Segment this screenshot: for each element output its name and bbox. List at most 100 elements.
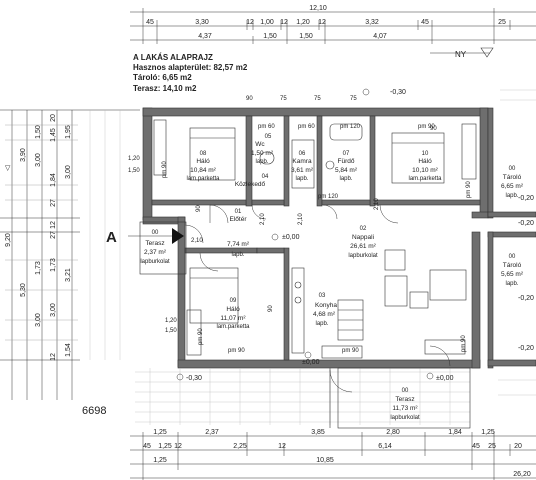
bathtub: [329, 123, 363, 141]
door-label: 1,50: [165, 328, 177, 334]
dim-left-s6: 1,73: [50, 258, 57, 272]
terrace-entry-area: 2,37 m²: [144, 249, 167, 256]
level-mark: -0,30: [186, 375, 202, 382]
terrace-rear-number: 00: [402, 388, 409, 394]
top-dimensions: 12,10 45 3,30 12 1,00 12 1,20 12 3,32 45…: [130, 5, 536, 44]
opening-labels: pm 90 pm 60 pm 60 pm 120 pm 90 pm 90 pm …: [128, 96, 472, 354]
room-05-floor: lapb.: [255, 159, 268, 165]
room-03-number: 03: [319, 293, 326, 299]
dim-bot-1: 1,25: [153, 429, 167, 436]
dim-top-r2-2: 1,50: [263, 33, 277, 40]
dim-left-i1: 1,50: [35, 125, 42, 139]
room-08: 08 Háló 10,84 m² lam.parketta: [186, 151, 220, 182]
door-label: 90: [268, 305, 274, 312]
dim-bot-6: 1,25: [481, 429, 495, 436]
dim-left-s9: 12: [50, 353, 57, 361]
title-block: A LAKÁS ALAPRAJZ Hasznos alapterület: 82…: [133, 53, 248, 93]
armchair: [409, 291, 429, 309]
dim-bot-r2-8: 25: [488, 443, 496, 450]
wardrobe-09: [186, 309, 202, 356]
dim-bot-5: 1,84: [448, 429, 462, 436]
dim-left-s5: 12: [50, 221, 57, 229]
wardrobe-08: [153, 119, 167, 176]
dim-top-3: 12: [246, 19, 254, 26]
room-01-name: Előtér: [230, 216, 248, 223]
room-07-number: 07: [343, 151, 350, 157]
door-swings: [184, 204, 451, 393]
dim-left-s8: 3,00: [50, 303, 57, 317]
door-label: 1,20: [128, 156, 140, 162]
dim-top-7: 12: [318, 19, 326, 26]
door-label: 2,10: [298, 213, 304, 225]
door-label: 2,10: [191, 238, 203, 244]
room-05-number: 05: [265, 134, 272, 140]
left-dimensions: 9,20 3,90 5,30 1,50 1,95 3,00 3,00 1,73 …: [0, 109, 140, 400]
dim-bot-r3-2: 10,85: [316, 457, 334, 464]
storage-2-number: 00: [509, 254, 516, 260]
storage-2-area: 5,65 m²: [501, 271, 524, 278]
storage-2: 00 Tároló 5,65 m² lapb.: [501, 254, 524, 287]
dim-bot-r2-6: 6,14: [378, 443, 392, 450]
section-marker: A: [106, 228, 184, 246]
room-09: 09 Háló 11,07 m² lam.parketta: [216, 298, 250, 330]
room-06-name: Kamra: [292, 158, 312, 165]
storage-1-number: 00: [509, 166, 516, 172]
compass-label: NY: [455, 50, 467, 59]
terrace-area: Terasz: 14,10 m2: [133, 84, 197, 93]
window-label: pm 60: [298, 124, 315, 130]
dim-bot-overall: 26,20: [513, 471, 531, 478]
door-label: 75: [280, 96, 287, 102]
room-04: 04 Közlekedő: [235, 174, 269, 188]
dim-top-1: 45: [146, 19, 154, 26]
level-mark: -0,20: [518, 195, 534, 202]
level-b1: ▽: [5, 165, 11, 172]
room-04-name: Közlekedő: [235, 181, 266, 188]
terrace-rear-area: 11,73 m²: [392, 405, 418, 412]
dim-bot-r2-3: 12: [174, 443, 182, 450]
window-label: pm 90: [466, 181, 472, 198]
window-label: pm 90: [342, 348, 359, 354]
washbasin: [325, 160, 335, 170]
dim-top-10: 25: [498, 19, 506, 26]
door-label: 2,10: [260, 213, 266, 225]
terrace-hatching: [89, 89, 536, 429]
dim-top-overall: 12,10: [309, 5, 327, 12]
useful-area: Hasznos alapterület: 82,57 m2: [133, 63, 248, 72]
storage-2-floor: lapb.: [505, 281, 518, 287]
terrace-rear-floor: lapburkolat: [390, 415, 420, 421]
door-label: 2,10: [374, 198, 380, 210]
terrace-entry-name: Terasz: [145, 240, 164, 247]
room-09-name: Háló: [226, 306, 240, 313]
storage-1-floor: lapb.: [505, 193, 518, 199]
section-label: A: [106, 229, 117, 246]
room-02-name: Nappali: [352, 234, 374, 241]
dim-top-r2-3: 1,50: [299, 33, 313, 40]
storage-1: 00 Tároló 6,65 m² lapb.: [501, 166, 524, 199]
table: [429, 269, 467, 301]
level-mark: -0,30: [390, 89, 406, 96]
room-10-name: Háló: [418, 158, 432, 165]
door-label: 1,50: [128, 168, 140, 174]
storage-1-area: 6,65 m²: [501, 183, 524, 190]
room-03: 03 Konyha 4,68 m² lapb.: [313, 293, 337, 327]
door-label: 75: [314, 96, 321, 102]
section-arrow-icon: [172, 228, 184, 244]
room-07: 07 Fürdő 5,84 m² lapb.: [335, 151, 358, 182]
dim-bot-4: 2,80: [386, 429, 400, 436]
room-09-number: 09: [230, 298, 237, 304]
room-06-number: 06: [299, 151, 306, 157]
dim-left-upper: 3,90: [20, 148, 27, 162]
dim-top-r2-1: 4,37: [198, 33, 212, 40]
kitchen-counter: [291, 267, 305, 354]
dim-left-s7: 27: [50, 231, 57, 239]
dim-bot-r2-7: 45: [472, 443, 480, 450]
room-02-area: 26,61 m²: [350, 243, 376, 250]
dim-left-overall: 9,20: [5, 233, 12, 247]
dim-bot-2: 2,37: [205, 429, 219, 436]
room-10-area: 10,10 m²: [412, 167, 438, 174]
room-03-name: Konyha: [315, 302, 337, 309]
plan-title: A LAKÁS ALAPRAJZ: [133, 53, 213, 62]
level-mark: ±0,00: [302, 359, 320, 366]
bed-09: [189, 267, 239, 324]
